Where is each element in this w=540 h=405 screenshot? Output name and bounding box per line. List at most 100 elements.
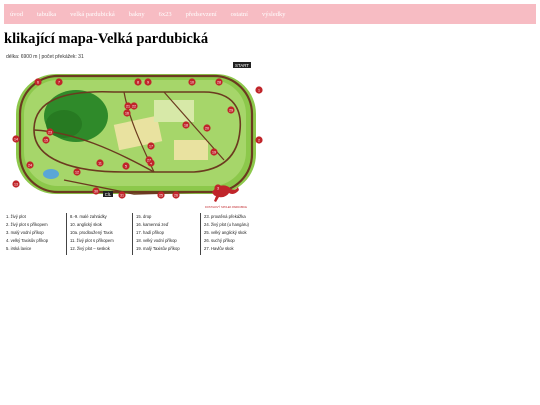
legend-item: 8.-9. malé zahrádky bbox=[70, 214, 107, 219]
obstacle-marker-label: 5 bbox=[125, 164, 127, 168]
legend-column-4: 23. proutěná překážka 24. živý plot (u h… bbox=[204, 213, 249, 253]
legend-item: 18. velký vodní příkop bbox=[136, 238, 177, 243]
legend-item: 16. kamenná zeď bbox=[136, 222, 169, 227]
obstacle-marker-18[interactable] bbox=[182, 121, 190, 129]
legend-item: 25. velký anglický skok bbox=[204, 230, 247, 235]
start-label: START bbox=[235, 63, 249, 68]
obstacle-marker-label: 29 bbox=[229, 108, 233, 112]
obstacle-marker-label: 7 bbox=[58, 80, 60, 84]
obstacle-marker-label: 18 bbox=[184, 123, 188, 127]
legend-item: 17. hadí příkop bbox=[136, 230, 164, 235]
obstacle-marker-label: 1 bbox=[258, 88, 260, 92]
water-pond bbox=[43, 169, 59, 179]
obstacle-marker-22[interactable] bbox=[130, 102, 138, 110]
nav-link-predsevzeni[interactable]: předsevzení bbox=[185, 10, 217, 18]
outer-track bbox=[18, 74, 254, 194]
obstacle-marker-label: 31 bbox=[120, 193, 124, 197]
course-map-graphic[interactable]: START CÍL DOSTIHOVÝ SPOLEK PARDUBICE 123… bbox=[4, 60, 266, 220]
obstacle-marker-2[interactable] bbox=[255, 136, 263, 144]
legend-item: 5. irská lavice bbox=[6, 246, 32, 251]
obstacle-marker-15[interactable] bbox=[42, 136, 50, 144]
obstacle-marker-10[interactable] bbox=[188, 78, 196, 86]
obstacle-marker-13[interactable] bbox=[12, 180, 20, 188]
finish-label: CÍL bbox=[105, 192, 112, 197]
finish-badge bbox=[103, 191, 113, 197]
obstacle-marker-8[interactable] bbox=[134, 78, 142, 86]
legend-item: 3. malý vodní příkop bbox=[6, 230, 44, 235]
legend-item: 11. živý plot s příkopem bbox=[70, 238, 114, 243]
obstacle-marker-19[interactable] bbox=[210, 148, 218, 156]
obstacle-marker-11[interactable] bbox=[96, 159, 104, 167]
obstacle-marker-label: 27 bbox=[147, 158, 151, 162]
obstacle-marker-label: 30 bbox=[94, 189, 98, 193]
obstacle-marker-14[interactable] bbox=[12, 135, 20, 143]
field-patch bbox=[154, 100, 194, 122]
obstacle-marker-label: 17 bbox=[149, 144, 153, 148]
obstacle-marker-label: 23 bbox=[48, 130, 52, 134]
nav-link-vysledky[interactable]: výsledky bbox=[262, 10, 286, 18]
nav-link-ostatni[interactable]: ostatní bbox=[230, 10, 248, 18]
map-header-info: délka: 6900 m | počet překážek: 31 bbox=[6, 54, 84, 60]
obstacle-marker-label: 20 bbox=[205, 126, 209, 130]
legend-item: 26. suchý příkop bbox=[204, 238, 235, 243]
obstacle-marker-29[interactable] bbox=[227, 106, 235, 114]
finish-straight bbox=[63, 179, 205, 195]
obstacle-marker-label: 24 bbox=[28, 163, 32, 167]
obstacle-marker-7[interactable] bbox=[55, 78, 63, 86]
obstacle-marker-label: 3 bbox=[217, 186, 219, 190]
obstacle-marker-20[interactable] bbox=[203, 124, 211, 132]
legend-divider bbox=[132, 213, 133, 255]
field-patch bbox=[113, 115, 163, 151]
legend-column-3: 15. drop 16. kamenná zeď 17. hadí příkop… bbox=[136, 213, 180, 253]
obstacle-marker-26[interactable] bbox=[172, 191, 180, 199]
obstacle-marker-28[interactable] bbox=[215, 78, 223, 86]
obstacle-marker-25[interactable] bbox=[157, 191, 165, 199]
obstacle-marker-label: 2 bbox=[258, 138, 260, 142]
obstacle-marker-label: 10 bbox=[190, 80, 194, 84]
legend-column-1: 1. živý plot 2. živý plot s příkopem 3. … bbox=[6, 213, 48, 253]
obstacle-marker-31[interactable] bbox=[118, 191, 126, 199]
legend-divider bbox=[66, 213, 67, 255]
nav-link-bakny[interactable]: bakny bbox=[128, 10, 145, 18]
obstacle-marker-23[interactable] bbox=[46, 128, 54, 136]
obstacle-marker-label: 16 bbox=[125, 111, 129, 115]
obstacle-marker-27[interactable] bbox=[145, 156, 153, 164]
obstacle-marker-17[interactable] bbox=[147, 142, 155, 150]
nav-link-velka-pardubicka[interactable]: velká pardubická bbox=[70, 10, 115, 18]
obstacle-marker-1[interactable] bbox=[255, 86, 263, 94]
obstacle-marker-3[interactable] bbox=[214, 184, 222, 192]
clickable-course-map[interactable]: délka: 6900 m | počet překážek: 31 START… bbox=[4, 54, 266, 255]
logo-text: DOSTIHOVÝ SPOLEK PARDUBICE bbox=[205, 205, 247, 209]
nav-link-uvod[interactable]: úvod bbox=[10, 10, 23, 18]
page-title: klikající mapa-Velká pardubická bbox=[4, 31, 209, 47]
obstacle-marker-21[interactable] bbox=[124, 102, 132, 110]
obstacle-marker-label: 6 bbox=[37, 80, 39, 84]
field-patch bbox=[174, 140, 208, 160]
obstacle-marker-label: 14 bbox=[14, 137, 18, 141]
legend-item: 1. živý plot bbox=[6, 214, 26, 219]
top-navigation: úvod tabulka velká pardubická bakny 6x23… bbox=[4, 4, 536, 24]
legend-item: 12. živý plot – seskok bbox=[70, 246, 110, 251]
obstacle-marker-5[interactable] bbox=[122, 162, 130, 170]
inner-track bbox=[33, 90, 242, 173]
obstacle-marker-label: 15 bbox=[44, 138, 48, 142]
obstacle-marker-label: 12 bbox=[75, 170, 79, 174]
obstacle-marker-16[interactable] bbox=[123, 109, 131, 117]
obstacle-marker-label: 11 bbox=[98, 161, 102, 165]
obstacle-marker-label: 28 bbox=[217, 80, 221, 84]
obstacle-marker-label: 9 bbox=[147, 80, 149, 84]
obstacle-marker-label: 19 bbox=[212, 150, 216, 154]
obstacle-marker-9[interactable] bbox=[144, 78, 152, 86]
legend-item: 24. živý plot (u hangáru) bbox=[204, 222, 249, 227]
obstacle-marker-label: 13 bbox=[14, 182, 18, 186]
obstacle-marker-6[interactable] bbox=[34, 78, 42, 86]
nav-link-tabulka[interactable]: tabulka bbox=[37, 10, 57, 18]
forest-area-dense bbox=[46, 110, 82, 138]
obstacle-marker-24[interactable] bbox=[26, 161, 34, 169]
legend-item: 27. Havlův skok bbox=[204, 246, 234, 251]
nav-link-6x23[interactable]: 6x23 bbox=[158, 10, 172, 18]
obstacle-marker-30[interactable] bbox=[92, 187, 100, 195]
start-badge bbox=[233, 62, 251, 68]
obstacle-marker-12[interactable] bbox=[73, 168, 81, 176]
